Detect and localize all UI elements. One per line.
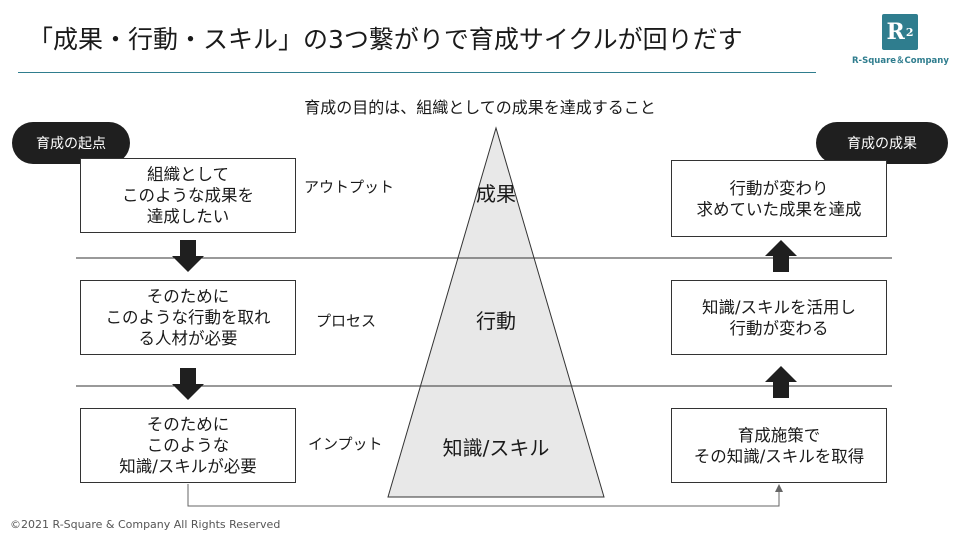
right-box-outcome: 行動が変わり 求めていた成果を達成 [671,160,887,237]
right-box-skill: 育成施策で その知識/スキルを取得 [671,408,887,483]
title-divider [18,72,816,73]
down-arrow-1 [172,240,204,272]
left-box-behavior: そのために このような行動を取れ る人材が必要 [80,280,296,355]
up-arrow-1 [765,240,797,272]
page-title: 「成果・行動・スキル」の3つ繋がりで育成サイクルが回りだす [28,25,743,54]
stage-label-process: プロセス [316,312,377,330]
bottom-connector [187,484,780,507]
down-arrow-2 [172,368,204,400]
pyramid [387,126,605,498]
diagram-subtitle: 育成の目的は、組織としての成果を達成すること [304,98,656,117]
connector-arrowhead [775,484,783,492]
right-box-behavior: 知識/スキルを活用し 行動が変わる [671,280,887,355]
stage-label-input: インプット [308,435,383,453]
copyright-footer: ©2021 R-Square & Company All Rights Rese… [10,518,281,531]
pyramid-label-behavior: 行動 [476,309,516,333]
pyramid-label-outcome: 成果 [476,182,516,206]
pyramid-label-skill: 知識/スキル [442,436,550,460]
left-box-skill: そのために このような 知識/スキルが必要 [80,408,296,483]
stage-label-output: アウトプット [304,178,395,196]
left-box-outcome: 組織として このような成果を 達成したい [80,158,296,233]
up-arrow-2 [765,366,797,398]
result-pill: 育成の成果 [816,122,948,164]
logo-text: R-Square＆Company [852,56,949,66]
origin-pill: 育成の起点 [12,122,130,164]
